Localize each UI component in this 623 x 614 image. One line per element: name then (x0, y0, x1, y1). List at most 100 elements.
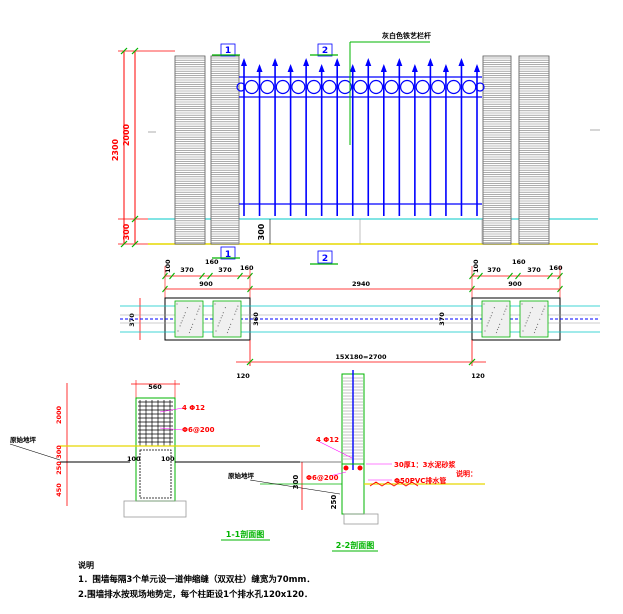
dim-mid-left: 360 (252, 312, 260, 326)
pillar-right-inner (482, 55, 512, 245)
plan-concrete-dot (483, 303, 485, 305)
section-mark-1-bottom (220, 246, 236, 260)
plan-concrete-dot (184, 312, 186, 314)
s1-dim-560-label: 560 (148, 383, 162, 391)
plan-concrete-dot (176, 303, 178, 305)
railing-ring (306, 79, 321, 95)
plan-concrete-dot (230, 323, 232, 325)
plan-concrete-dot (218, 322, 220, 324)
plan-concrete-dot (528, 315, 530, 317)
railing-ring (322, 79, 337, 95)
plan-concrete-dot (197, 310, 199, 312)
plan-concrete-dot (227, 328, 230, 331)
dim-tick (207, 272, 213, 280)
s1-rebar-grid (138, 400, 173, 446)
plan-concrete-dot (534, 328, 537, 331)
plan-concrete-dot (496, 328, 499, 331)
dim-tick (477, 272, 483, 280)
section-mark-2-bottom-label: 2 (322, 254, 328, 264)
plan-concrete-dot (192, 323, 194, 325)
plan-pillar-core (174, 300, 204, 338)
pillar-outline (210, 55, 240, 245)
railing-spear-tip (287, 64, 294, 72)
railing-ring (431, 79, 446, 95)
plan-concrete-dot (232, 318, 234, 320)
fence-plan: 100 370 160 370 160 900 2940 100 370 160… (120, 258, 600, 380)
railing-ring (275, 79, 290, 95)
railing-ring (291, 79, 306, 95)
section-mark-2-top (317, 43, 333, 57)
dim-tick (547, 272, 553, 280)
dim-base-height: 300 (122, 223, 131, 240)
dim-tick (199, 272, 205, 280)
s1-rebar-leader (159, 407, 184, 413)
s2-rebar-leader (319, 441, 353, 459)
pillar-left-outer (174, 55, 206, 245)
s2-stirrup-leader (329, 471, 347, 477)
plan-concrete-dot (495, 331, 498, 334)
railing-spear-tip (334, 58, 341, 66)
plan-concrete-dot (183, 315, 185, 317)
s2-stirrup-label: Φ6@200 (306, 474, 339, 482)
section-1-1: 560 2000 300 250 450 原始地坪 100 100 4 Φ12 … (9, 380, 300, 541)
plan-concrete-dot (221, 315, 223, 317)
plan-concrete-dot (489, 317, 491, 319)
s2-rebar-dot (343, 465, 349, 471)
plan-concrete-dot (191, 326, 193, 328)
dim-tick (507, 272, 513, 280)
dim-tick (515, 272, 521, 280)
railing-ring (337, 79, 353, 95)
plan-concrete-dot (536, 326, 538, 328)
plan-concrete-dot (188, 331, 191, 334)
plan-concrete-dot (529, 312, 531, 314)
s2-footing (343, 513, 379, 525)
plan-concrete-dot (229, 326, 231, 328)
s1-stirrup-leader (159, 427, 184, 431)
s1-dim-100-b: 100 (161, 455, 175, 463)
railing-spear-tip (272, 58, 279, 66)
plan-concrete-dot (217, 325, 219, 327)
section-mark-2-top-label: 2 (322, 46, 328, 56)
section-mark-1-top-label: 1 (225, 46, 231, 56)
dim-370-left: 370 (180, 266, 194, 274)
plan-concrete-dot (541, 313, 543, 315)
plan-concrete-dot (234, 313, 236, 315)
dim-160-a: 160 (205, 258, 219, 266)
railing-spear-tip (318, 64, 325, 72)
plan-concrete-dot (198, 308, 200, 310)
railing-ring (236, 82, 246, 92)
plan-concrete-dot (526, 320, 528, 322)
plan-concrete-dot (522, 330, 524, 332)
s2-rebar-label: 4 Φ12 (316, 436, 339, 444)
plan-pillar-core (212, 300, 242, 338)
plan-concrete-dot (524, 325, 526, 327)
s1-dim-2000: 2000 (55, 405, 63, 424)
dim-tick (246, 358, 254, 366)
s1-foundation-core (139, 449, 172, 499)
dim-tick (169, 272, 175, 280)
plan-concrete-dot (486, 325, 488, 327)
dim-spacing: 15X180=2700 (335, 353, 387, 361)
s1-dim-300: 300 (55, 445, 63, 459)
railing-spear-tip (349, 64, 356, 72)
dim-370-c: 370 (527, 266, 541, 274)
plan-concrete-dot (533, 331, 536, 334)
notes-line-2: 2.围墙排水按现场地势定，每个柱距设1个排水孔120x120． (78, 590, 313, 600)
plan-concrete-dot (531, 307, 534, 309)
dim-tick (120, 47, 128, 55)
plan-dim-ticks (162, 266, 563, 298)
railing-spear-tip (458, 58, 465, 66)
railing-spear-tip (303, 58, 310, 66)
plan-concrete-dot (490, 315, 492, 317)
dim-mid-right: 370 (438, 312, 446, 326)
plan-concrete-dot (491, 312, 493, 314)
railing-spear-tip (411, 64, 418, 72)
dim-900-right: 900 (508, 280, 522, 288)
plan-concrete-dot (537, 323, 539, 325)
plan-concrete-dot (487, 322, 489, 324)
plan-concrete-dot (499, 323, 501, 325)
dim-pillar-height: 2000 (122, 123, 131, 146)
railing-spear-tip (365, 58, 372, 66)
railing-ring (415, 79, 430, 95)
notes-title: 说明 (78, 561, 94, 570)
